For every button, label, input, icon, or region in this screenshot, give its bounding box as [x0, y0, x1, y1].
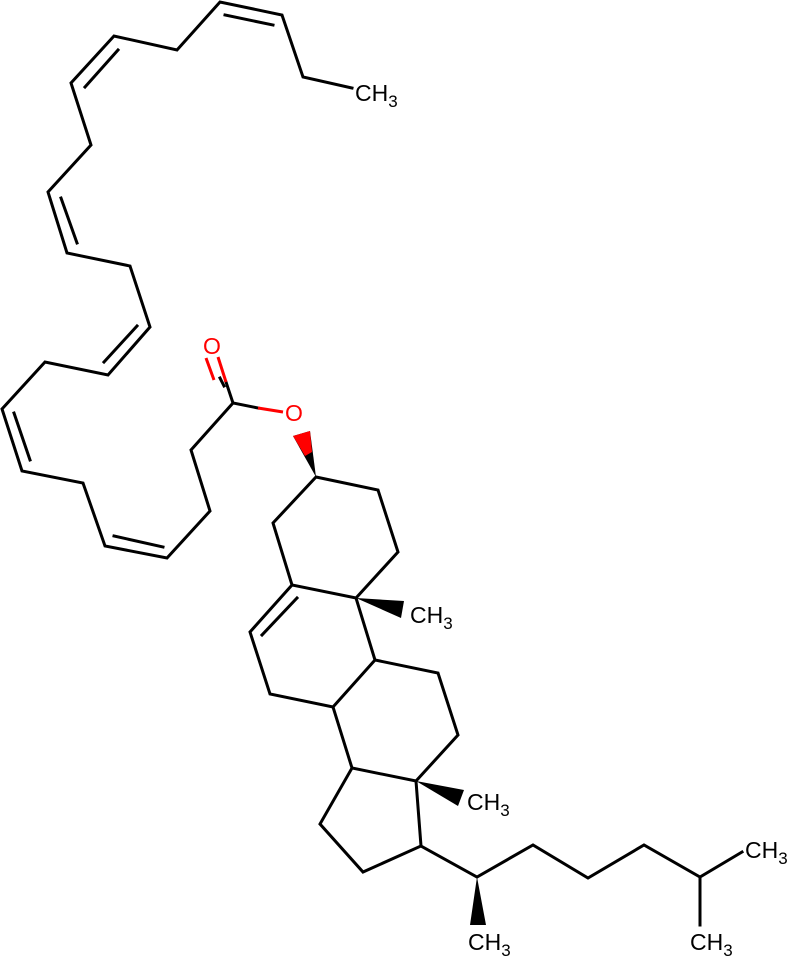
- wedge-bond-c18: [416, 781, 464, 806]
- c21-methyl-label: CH3: [468, 929, 511, 959]
- c18-methyl-label: CH3: [467, 789, 510, 820]
- wedge-bond-c21: [470, 877, 486, 925]
- c19-methyl-label: CH3: [410, 602, 453, 633]
- carbonyl-oxygen-label: O: [203, 333, 221, 359]
- ester-group: [204, 356, 316, 477]
- side-chain: [418, 843, 745, 927]
- c26-methyl-label: CH3: [745, 837, 788, 868]
- terminal-methyl-label: CH3: [355, 80, 398, 111]
- c27-methyl-label: CH3: [690, 929, 733, 959]
- steroid-core: [248, 475, 464, 874]
- ester-oxygen-label: O: [285, 400, 303, 426]
- fatty-acid-chain: [0, 0, 354, 560]
- wedge-bond-c19: [356, 598, 404, 618]
